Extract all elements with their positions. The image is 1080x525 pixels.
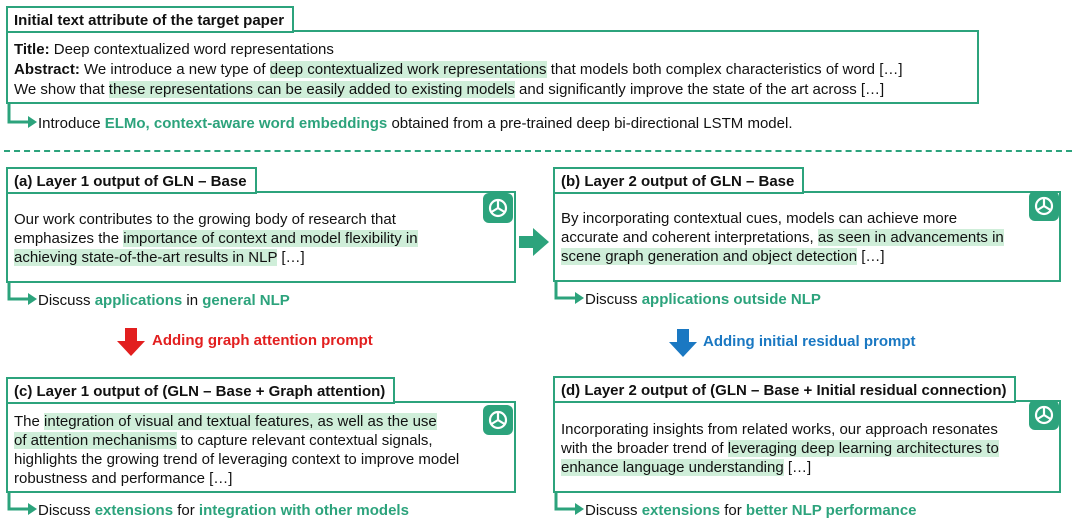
panel-c-line-4: robustness and performance […] xyxy=(14,470,233,487)
panel-d-header: (d) Layer 2 output of (GLN – Base + Init… xyxy=(553,376,1017,403)
panel-d-discuss: Discuss extensions for better NLP perfor… xyxy=(585,502,917,519)
panel-c-line-3: highlights the growing trend of leveragi… xyxy=(14,451,460,468)
down-arrow-icon xyxy=(669,329,697,357)
highlight: importance of context and model flexibil… xyxy=(123,230,418,247)
panel-b-line-1: By incorporating contextual cues, models… xyxy=(561,210,958,227)
highlight: leveraging deep learning architectures t… xyxy=(727,440,999,457)
highlight: integration of visual and textual featur… xyxy=(44,413,437,430)
target-paper-header: Initial text attribute of the target pap… xyxy=(6,6,295,33)
chatgpt-logo-icon xyxy=(1029,400,1059,430)
chatgpt-logo-icon xyxy=(1029,191,1059,221)
highlight: achieving state-of-the-art results in NL… xyxy=(14,249,278,266)
panel-b-header: (b) Layer 2 output of GLN – Base xyxy=(553,167,805,194)
panel-a-line-1: Our work contributes to the growing body… xyxy=(14,211,396,228)
abstract-label: Abstract: xyxy=(14,61,80,78)
panel-a-discuss: Discuss applications in general NLP xyxy=(38,292,290,309)
elbow-arrow-icon xyxy=(554,282,584,304)
highlight: enhance language understanding xyxy=(561,459,784,476)
panel-b-discuss: Discuss applications outside NLP xyxy=(585,291,821,308)
panel-a-line-3: achieving state-of-the-art results in NL… xyxy=(14,249,305,266)
panel-c-discuss: Discuss extensions for integration with … xyxy=(38,502,409,519)
abstract-line-1: Abstract: We introduce a new type of dee… xyxy=(14,61,903,78)
elbow-arrow-icon xyxy=(554,493,584,515)
paper-title-line: Title: Deep contextualized word represen… xyxy=(14,40,334,59)
paper-summary: Introduce ELMo, context-aware word embed… xyxy=(38,115,793,132)
panel-b-line-3: scene graph generation and object detect… xyxy=(561,248,885,265)
highlight: of attention mechanisms xyxy=(14,432,177,449)
panel-d-line-3: enhance language understanding […] xyxy=(561,459,812,476)
chatgpt-logo-icon xyxy=(483,405,513,435)
title-label: Title: xyxy=(14,41,50,58)
elbow-arrow-icon xyxy=(7,493,37,515)
highlight: as seen in advancements in xyxy=(817,229,1004,246)
elbow-arrow-icon xyxy=(7,104,37,128)
panel-d-line-2: with the broader trend of leveraging dee… xyxy=(561,440,999,457)
panel-c-line-1: The integration of visual and textual fe… xyxy=(14,413,437,430)
graph-attention-label: Adding graph attention prompt xyxy=(152,332,373,349)
panel-a-header: (a) Layer 1 output of GLN – Base xyxy=(6,167,257,194)
panel-a-line-2: emphasizes the importance of context and… xyxy=(14,230,418,247)
panel-c-header: (c) Layer 1 output of (GLN – Base + Grap… xyxy=(6,377,396,404)
highlight: these representations can be easily adde… xyxy=(108,81,515,98)
panel-d-line-1: Incorporating insights from related work… xyxy=(561,421,998,438)
chatgpt-logo-icon xyxy=(483,193,513,223)
abstract-line-2: We show that these representations can b… xyxy=(14,81,885,98)
title-text: Deep contextualized word representations xyxy=(53,41,334,58)
highlight: scene graph generation and object detect… xyxy=(561,248,858,265)
panel-c-line-2: of attention mechanisms to capture relev… xyxy=(14,432,433,449)
down-arrow-icon xyxy=(117,328,145,356)
elbow-arrow-icon xyxy=(7,283,37,305)
highlight: deep contextualized work representations xyxy=(269,61,547,78)
initial-residual-label: Adding initial residual prompt xyxy=(703,333,916,350)
panel-b-line-2: accurate and coherent interpretations, a… xyxy=(561,229,1004,246)
right-arrow-icon xyxy=(519,228,549,256)
section-divider xyxy=(4,150,1072,152)
